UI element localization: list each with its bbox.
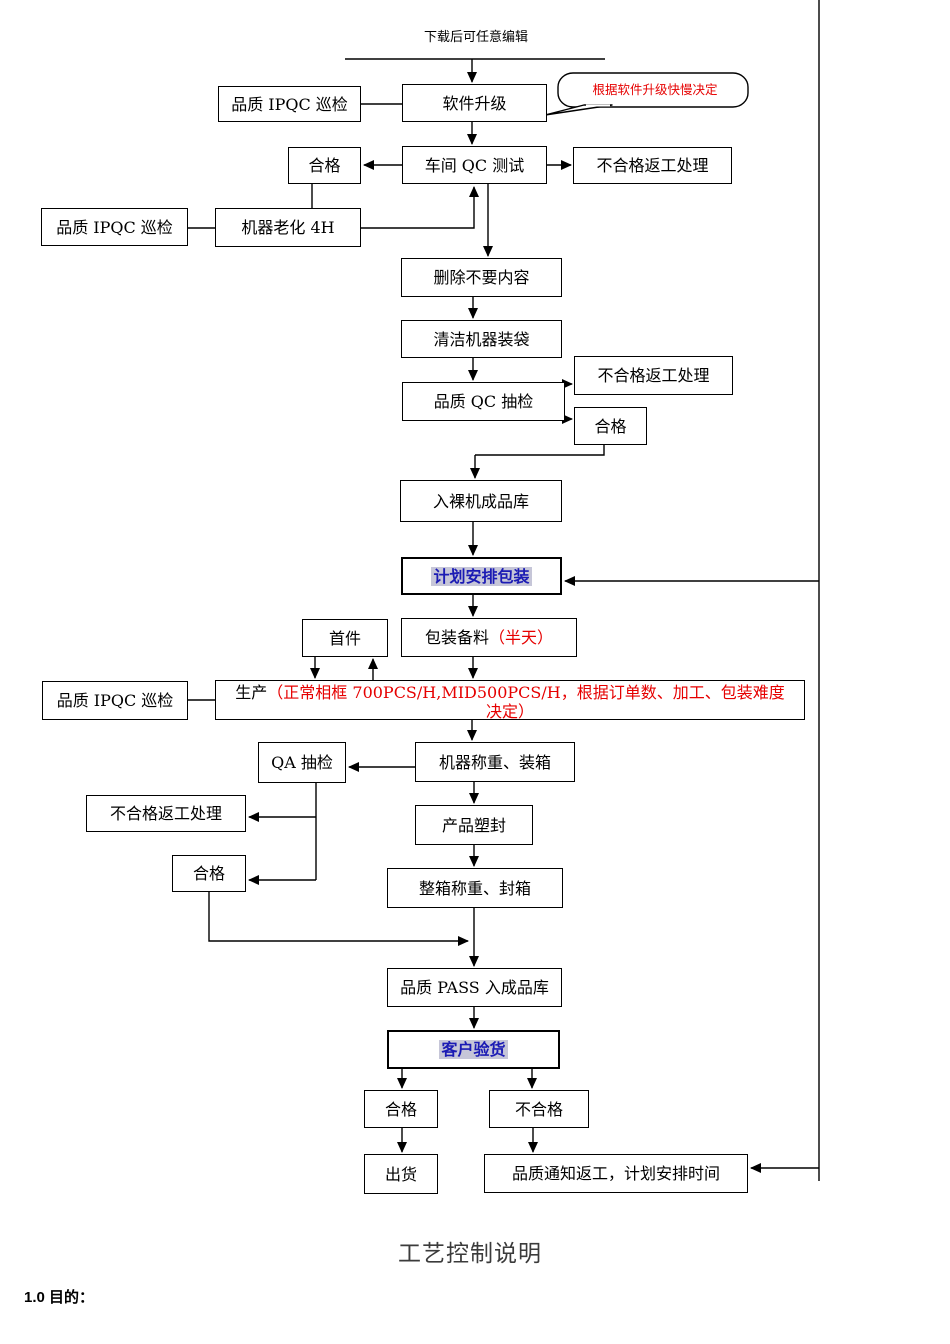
doc-title: 工艺控制说明 xyxy=(398,1241,542,1267)
node-product-shrink-wrap: 产品塑封 xyxy=(415,805,533,845)
node-label-highlight: 客户验货 xyxy=(439,1040,508,1059)
node-qc-sampling: 品质 QC 抽检 xyxy=(402,382,565,421)
node-label: 不合格 xyxy=(514,1099,563,1119)
node-label: 不合格返工处理 xyxy=(597,366,710,385)
page-header-text: 下载后可任意编辑 xyxy=(423,30,528,45)
node-qa-sampling: QA 抽检 xyxy=(258,742,346,783)
node-label-note: （正常相框 700PCS/H,MID500PCS/H，根据订单数、加工、包装难度… xyxy=(267,683,785,720)
node-label: 机器老化 4H xyxy=(241,218,335,237)
node-label: 出货 xyxy=(384,1164,417,1184)
node-customer-inspection: 客户验货 xyxy=(387,1030,560,1069)
node-fail-4: 不合格 xyxy=(489,1090,589,1128)
node-label: 品质 PASS 入成品库 xyxy=(400,978,549,997)
node-label: 品质 IPQC 巡检 xyxy=(56,217,173,237)
node-pass-4: 合格 xyxy=(364,1090,438,1128)
node-ipqc-inspection-3: 品质 IPQC 巡检 xyxy=(42,681,188,720)
node-pass-2: 合格 xyxy=(574,407,647,445)
node-fail-rework-3: 不合格返工处理 xyxy=(86,795,246,832)
node-ipqc-inspection-2: 品质 IPQC 巡检 xyxy=(41,208,188,246)
node-label: 包装备料 xyxy=(424,628,489,647)
node-pass-3: 合格 xyxy=(172,855,246,892)
node-first-article: 首件 xyxy=(302,619,388,657)
node-plan-packing: 计划安排包装 xyxy=(401,557,562,595)
node-label: 合格 xyxy=(192,864,225,883)
node-label: 不合格返工处理 xyxy=(109,804,222,823)
node-label: 清洁机器装袋 xyxy=(433,329,530,349)
node-clean-and-bag: 清洁机器装袋 xyxy=(401,320,562,358)
callout-note: 根据软件升级快慢决定 xyxy=(592,82,718,97)
node-carton-weighing-sealing: 整箱称重、封箱 xyxy=(387,868,563,908)
node-label: 合格 xyxy=(384,1099,417,1119)
node-label: QA 抽检 xyxy=(271,753,333,772)
node-label: 机器称重、装箱 xyxy=(438,752,551,772)
node-label: 品质 IPQC 巡检 xyxy=(56,691,174,710)
node-software-upgrade: 软件升级 xyxy=(402,84,547,122)
node-label: 软件升级 xyxy=(442,93,507,113)
node-label: 品质 IPQC 巡检 xyxy=(231,94,348,114)
node-pass-1: 合格 xyxy=(288,147,361,184)
node-label: 品质 QC 抽检 xyxy=(433,392,534,411)
callout-bubble xyxy=(544,72,749,116)
node-ipqc-inspection-1: 品质 IPQC 巡检 xyxy=(218,86,361,122)
node-production: 生产（正常相框 700PCS/H,MID500PCS/H，根据订单数、加工、包装… xyxy=(215,680,805,720)
node-packing-material: 包装备料（半天） xyxy=(401,618,577,657)
node-label: 入裸机成品库 xyxy=(432,491,529,511)
connector-lines xyxy=(188,0,820,1181)
node-rework-notice: 品质通知返工，计划安排时间 xyxy=(484,1154,748,1193)
node-label: 品质通知返工，计划安排时间 xyxy=(511,1164,720,1183)
node-fail-rework-1: 不合格返工处理 xyxy=(573,147,732,184)
node-label-note: （半天） xyxy=(489,628,554,647)
node-workshop-qc-test: 车间 QC 测试 xyxy=(402,146,547,184)
node-label: 删除不要内容 xyxy=(433,268,530,287)
node-label: 生产 xyxy=(235,683,268,702)
node-bare-machine-warehouse: 入裸机成品库 xyxy=(400,480,562,522)
node-label: 首件 xyxy=(328,628,361,648)
node-qc-pass-warehouse: 品质 PASS 入成品库 xyxy=(387,968,562,1007)
node-label: 合格 xyxy=(308,156,341,175)
node-label: 产品塑封 xyxy=(441,815,506,835)
node-fail-rework-2: 不合格返工处理 xyxy=(574,356,733,395)
node-label: 整箱称重、封箱 xyxy=(418,878,531,898)
node-delete-content: 删除不要内容 xyxy=(401,258,562,297)
node-machine-aging: 机器老化 4H xyxy=(215,208,361,247)
node-label: 合格 xyxy=(594,416,627,436)
node-label-highlight: 计划安排包装 xyxy=(431,566,532,586)
node-label: 不合格返工处理 xyxy=(596,156,709,175)
node-label: 车间 QC 测试 xyxy=(424,155,525,175)
node-machine-weighing-boxing: 机器称重、装箱 xyxy=(415,742,575,782)
section-heading: 1.0 目的： xyxy=(24,1289,95,1306)
node-shipment: 出货 xyxy=(364,1154,438,1194)
